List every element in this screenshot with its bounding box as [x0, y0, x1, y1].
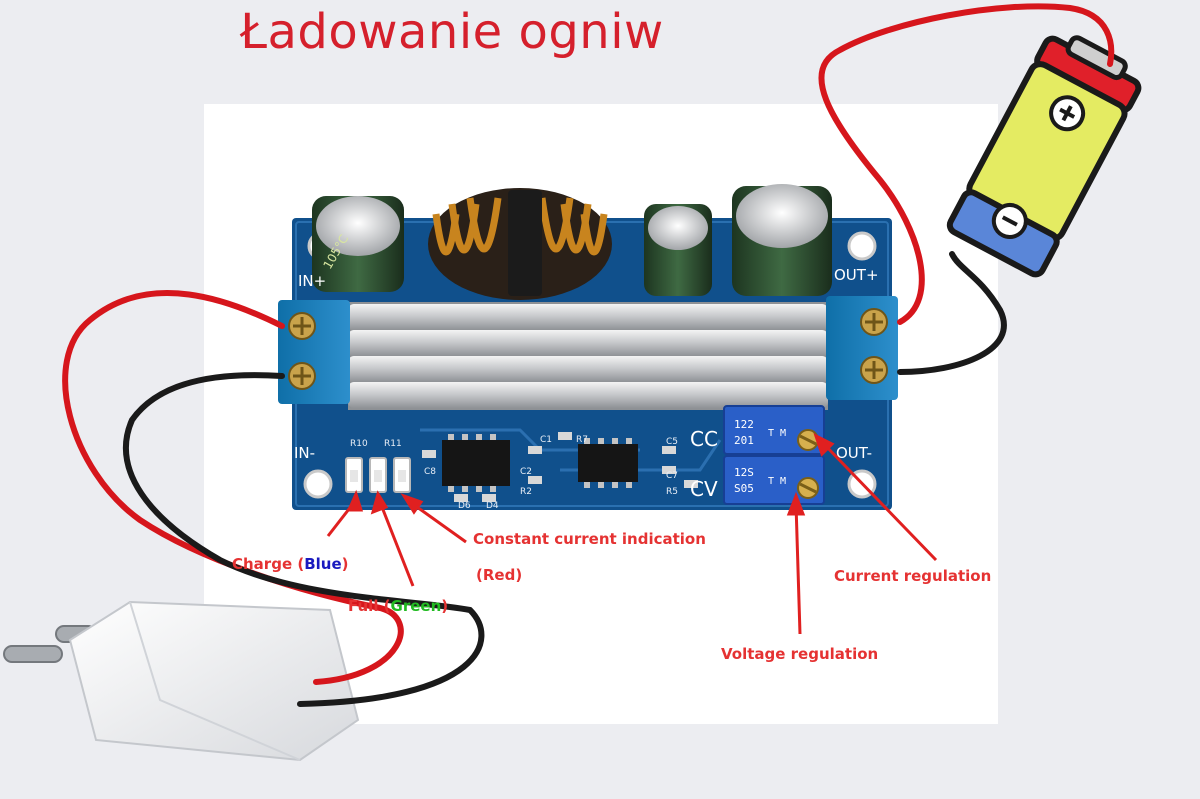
pin-label-out-minus: OUT-: [836, 444, 872, 462]
status-leds: [345, 457, 411, 493]
pin-label-in-minus: IN-: [294, 444, 315, 462]
silk-c1: C1: [540, 435, 552, 445]
silk-c8: C8: [424, 467, 436, 477]
wire-red-output: [818, 3, 1115, 325]
output-terminal-block: [826, 296, 898, 400]
pin-label-in-plus: IN+: [298, 272, 326, 290]
annotation-cc-indication: Constant current indication: [473, 530, 706, 548]
annotation-charge-color: Blue: [304, 555, 342, 573]
annotation-arrows: [326, 433, 938, 635]
input-terminal-block: [278, 300, 350, 404]
silk-cc: CC: [690, 427, 718, 451]
wires: [62, 3, 1115, 707]
annotation-full-prefix: Full (: [348, 597, 391, 615]
mounting-hole: [303, 469, 333, 499]
page-title: Ładowanie ogniw: [240, 4, 664, 60]
capacitor-middle: [644, 204, 712, 296]
annotation-charge-suffix: ): [341, 555, 349, 573]
annotation-cc-color: (Red): [476, 566, 523, 584]
pin-label-out-plus: OUT+: [834, 266, 879, 284]
voltage-trimmer-pot: 12S S05 T M: [723, 455, 825, 505]
pot-top-sub: 201: [734, 434, 754, 447]
annotation-full-suffix: ): [441, 597, 449, 615]
silk-d6: D6: [458, 501, 471, 511]
current-trimmer-pot: 122 201 T M: [723, 405, 825, 455]
pot-top-code: 122: [734, 418, 754, 431]
heatsink: [348, 302, 828, 410]
silk-r5: R5: [666, 487, 678, 497]
pot-top-mark: T M: [768, 428, 786, 439]
silk-c2: C2: [520, 467, 532, 477]
wire-black-input: [122, 372, 485, 707]
wire-black-output: [897, 251, 1007, 375]
annotation-charge-prefix: Charge (: [232, 555, 305, 573]
annotation-voltage-regulation: Voltage regulation: [721, 645, 879, 663]
ic-chip-left: [442, 434, 510, 492]
silk-d4: D4: [486, 501, 499, 511]
mounting-hole: [847, 231, 877, 261]
wall-charger: [3, 600, 360, 762]
ic-chip-right: [578, 438, 638, 488]
silk-c7: C7: [666, 471, 678, 481]
capacitor-left: 105°C: [312, 196, 404, 292]
wire-red-input: [62, 290, 404, 685]
silk-r11: R11: [384, 439, 402, 449]
silk-r2: R2: [520, 487, 532, 497]
smd-components: [422, 432, 698, 502]
silk-r10: R10: [350, 439, 368, 449]
annotation-charge: Charge (Blue): [232, 555, 349, 573]
plug-pin: [3, 645, 63, 663]
annotation-full-color: Green: [390, 597, 442, 615]
battery-icon: [946, 35, 1142, 278]
annotation-current-regulation: Current regulation: [834, 567, 992, 585]
silk-r7: R7: [576, 435, 588, 445]
inductor-coil: [428, 188, 612, 300]
annotation-full: Full (Green): [348, 597, 448, 615]
pot-bottom-mark: T M: [768, 476, 786, 487]
pot-bottom-sub: S05: [734, 482, 754, 495]
capacitor-right: [732, 184, 832, 296]
silk-c5: C5: [666, 437, 678, 447]
silk-cv: CV: [690, 477, 718, 501]
pot-bottom-code: 12S: [734, 466, 754, 479]
